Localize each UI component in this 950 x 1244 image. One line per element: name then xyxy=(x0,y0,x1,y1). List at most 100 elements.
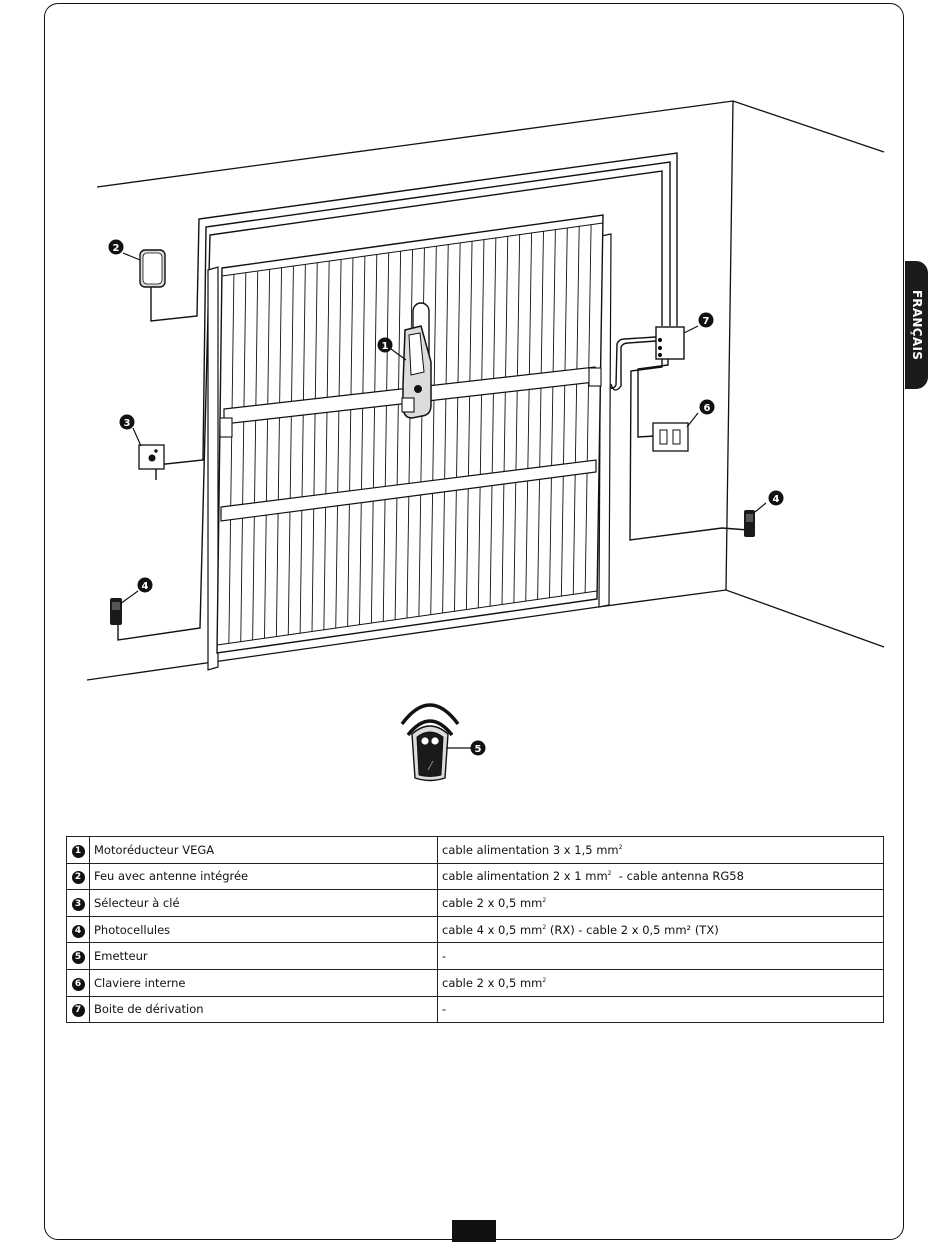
door-slat-line xyxy=(382,252,390,622)
row-number-badge: 1 xyxy=(71,844,85,858)
photocell-left-device xyxy=(110,598,122,625)
callout-leaders xyxy=(119,252,767,749)
door-slat-line xyxy=(370,254,378,624)
row-number-badge: 2 xyxy=(71,871,85,885)
key-selector xyxy=(138,444,165,470)
row-number-badge: 4 xyxy=(71,924,85,938)
svg-text:7: 7 xyxy=(703,316,710,327)
callout-4-left: 4 xyxy=(137,577,153,593)
door-slat-line xyxy=(454,242,461,612)
row-number-cell: 6 xyxy=(66,968,90,997)
door-slat-line xyxy=(489,237,497,607)
language-tab[interactable]: FRANÇAIS xyxy=(905,261,928,389)
cable-spec-text: - xyxy=(442,949,447,964)
door-slat-line xyxy=(359,256,366,625)
component-name-cell: Photocellules xyxy=(89,915,438,944)
door-slat-line xyxy=(430,246,437,615)
door-slat-line xyxy=(323,261,330,630)
door-slat-line xyxy=(513,234,521,603)
walls xyxy=(86,100,885,681)
superscript-two: 2 xyxy=(618,843,623,851)
cable-spec-suffix: - cable antenna RG58 xyxy=(611,869,744,884)
door-slat-line xyxy=(394,251,402,620)
row-number-badge: 7 xyxy=(71,1004,85,1018)
door-slat-line xyxy=(311,262,318,632)
row-number-badge: 5 xyxy=(71,951,85,965)
cable-spec-suffix: (RX) - cable 2 x 0,5 mm² (TX) xyxy=(546,922,719,937)
door-slat-line xyxy=(347,257,354,627)
callout-1: 1 xyxy=(377,337,393,353)
callout-6: 6 xyxy=(699,399,715,415)
superscript-two: 2 xyxy=(542,923,547,931)
cable-spec-text: cable alimentation 2 x 1 mm xyxy=(442,869,608,884)
row-number-cell: 5 xyxy=(66,942,90,970)
callout-3: 3 xyxy=(119,414,135,430)
callout-4-right: 4 xyxy=(768,490,784,506)
door-slat-line xyxy=(228,274,235,644)
callout-2: 2 xyxy=(108,239,124,255)
door-slat-line xyxy=(537,231,544,600)
row-number-cell: 4 xyxy=(66,915,90,944)
superscript-two: 2 xyxy=(542,897,547,905)
table-row: 5 Emetteur- xyxy=(66,942,884,970)
row-number-badge: 3 xyxy=(71,897,85,911)
door-slat-line xyxy=(549,229,556,598)
component-name-cell: Motoréducteur VEGA xyxy=(89,836,438,864)
warning-lamp xyxy=(139,249,166,288)
svg-text:3: 3 xyxy=(124,418,131,429)
callout-7: 7 xyxy=(698,312,714,328)
gate-motor xyxy=(401,302,432,419)
remote-transmitter xyxy=(400,703,460,782)
cable-spec-cell: cable 2 x 0,5 mm2 xyxy=(437,889,884,917)
row-number-cell: 3 xyxy=(66,889,90,917)
page-number-box xyxy=(452,1220,496,1242)
cable-spec-cell: cable 4 x 0,5 mm2 (RX) - cable 2 x 0,5 m… xyxy=(437,915,884,944)
cable-spec-text: cable 2 x 0,5 mm xyxy=(442,895,543,910)
superscript-two: 2 xyxy=(607,870,612,878)
cable-spec-cell: cable alimentation 3 x 1,5 mm2 xyxy=(437,836,884,864)
door-slats xyxy=(228,224,592,644)
cable-spec-cell: cable alimentation 2 x 1 mm2 - cable ant… xyxy=(437,862,884,891)
junction-box-device xyxy=(655,326,685,360)
door-slat-line xyxy=(525,232,533,602)
svg-text:5: 5 xyxy=(475,744,482,755)
svg-text:6: 6 xyxy=(704,403,711,414)
door-slat-line xyxy=(442,244,449,613)
cable-spec-cell: cable 2 x 0,5 mm2 xyxy=(437,968,884,997)
door-slat-line xyxy=(335,259,342,629)
door-slat-line xyxy=(465,241,473,610)
door-slat-line xyxy=(252,271,259,640)
door-slat-line xyxy=(264,269,271,639)
door-slat-line xyxy=(477,239,485,608)
cable-spec-text: - xyxy=(442,1002,447,1017)
svg-text:1: 1 xyxy=(382,341,389,352)
cable-spec-cell: - xyxy=(437,995,884,1024)
svg-text:2: 2 xyxy=(113,243,120,254)
cable-spec-text: cable 2 x 0,5 mm xyxy=(442,975,543,990)
door-slat-line xyxy=(299,264,306,634)
cable-spec-text: cable alimentation 3 x 1,5 mm xyxy=(442,842,619,857)
photocell-right-device xyxy=(744,510,755,537)
component-name-cell: Emetteur xyxy=(89,942,438,970)
door-slat-line xyxy=(584,224,592,593)
callout-5: 5 xyxy=(470,740,486,756)
component-name-cell: Feu avec antenne intégrée xyxy=(89,862,438,891)
row-number-cell: 1 xyxy=(66,836,90,864)
svg-text:4: 4 xyxy=(773,494,780,505)
row-number-cell: 7 xyxy=(66,995,90,1024)
component-name-cell: Sélecteur à clé xyxy=(89,889,438,917)
keypad-device xyxy=(652,422,689,452)
cable-spec-cell: - xyxy=(437,942,884,970)
row-number-badge: 6 xyxy=(71,977,85,991)
door-slat-line xyxy=(275,267,282,637)
superscript-two: 2 xyxy=(542,976,547,984)
row-number-cell: 2 xyxy=(66,862,90,891)
